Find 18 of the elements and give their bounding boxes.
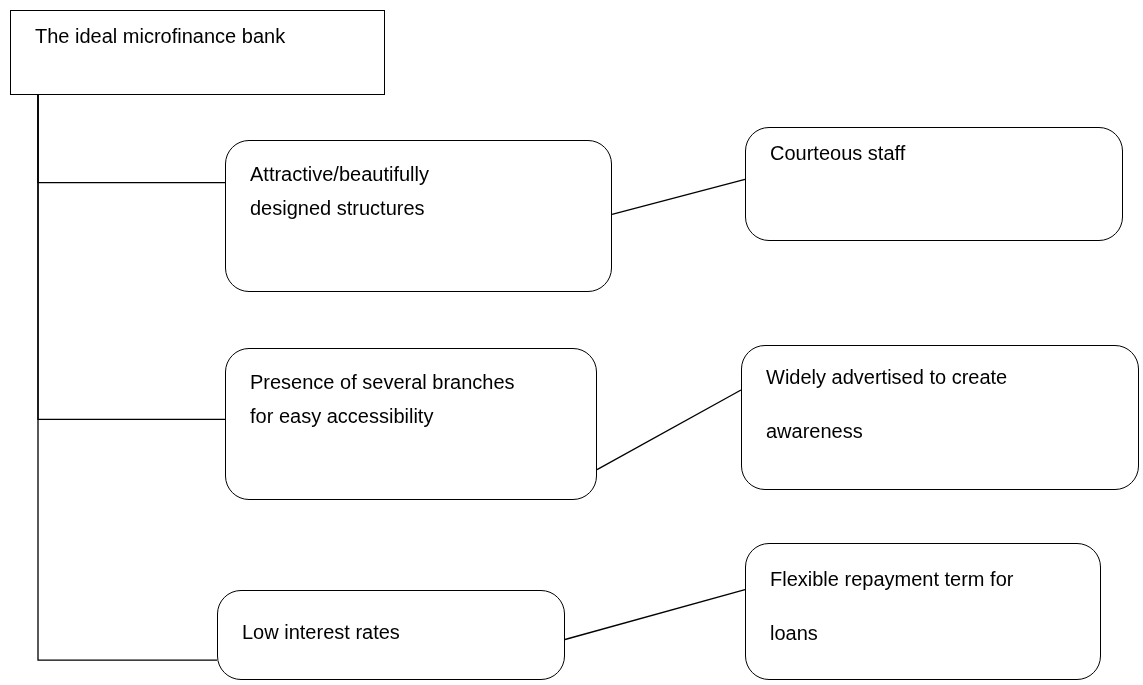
connector-line xyxy=(596,389,742,471)
box-label: Courteous staff xyxy=(770,142,906,164)
feature-box xyxy=(225,140,612,292)
box-label: Widely advertised to create awareness xyxy=(766,366,1008,442)
title-box xyxy=(10,10,385,95)
box-label: Attractive/beautifully designed structures xyxy=(250,163,429,219)
connector-line xyxy=(564,588,746,641)
feature-box xyxy=(225,348,597,500)
box-label: Flexible repayment term for loans xyxy=(770,568,1014,644)
connector-line xyxy=(611,178,746,216)
box-label: Low interest rates xyxy=(242,621,400,643)
feature-box xyxy=(745,127,1123,241)
feature-box xyxy=(745,543,1101,680)
feature-box xyxy=(217,590,565,680)
feature-box xyxy=(741,345,1139,490)
connector-line xyxy=(37,94,218,661)
box-label: Presence of several branches for easy accessibility xyxy=(250,371,515,427)
box-label: The ideal microfinance bank xyxy=(35,25,286,47)
